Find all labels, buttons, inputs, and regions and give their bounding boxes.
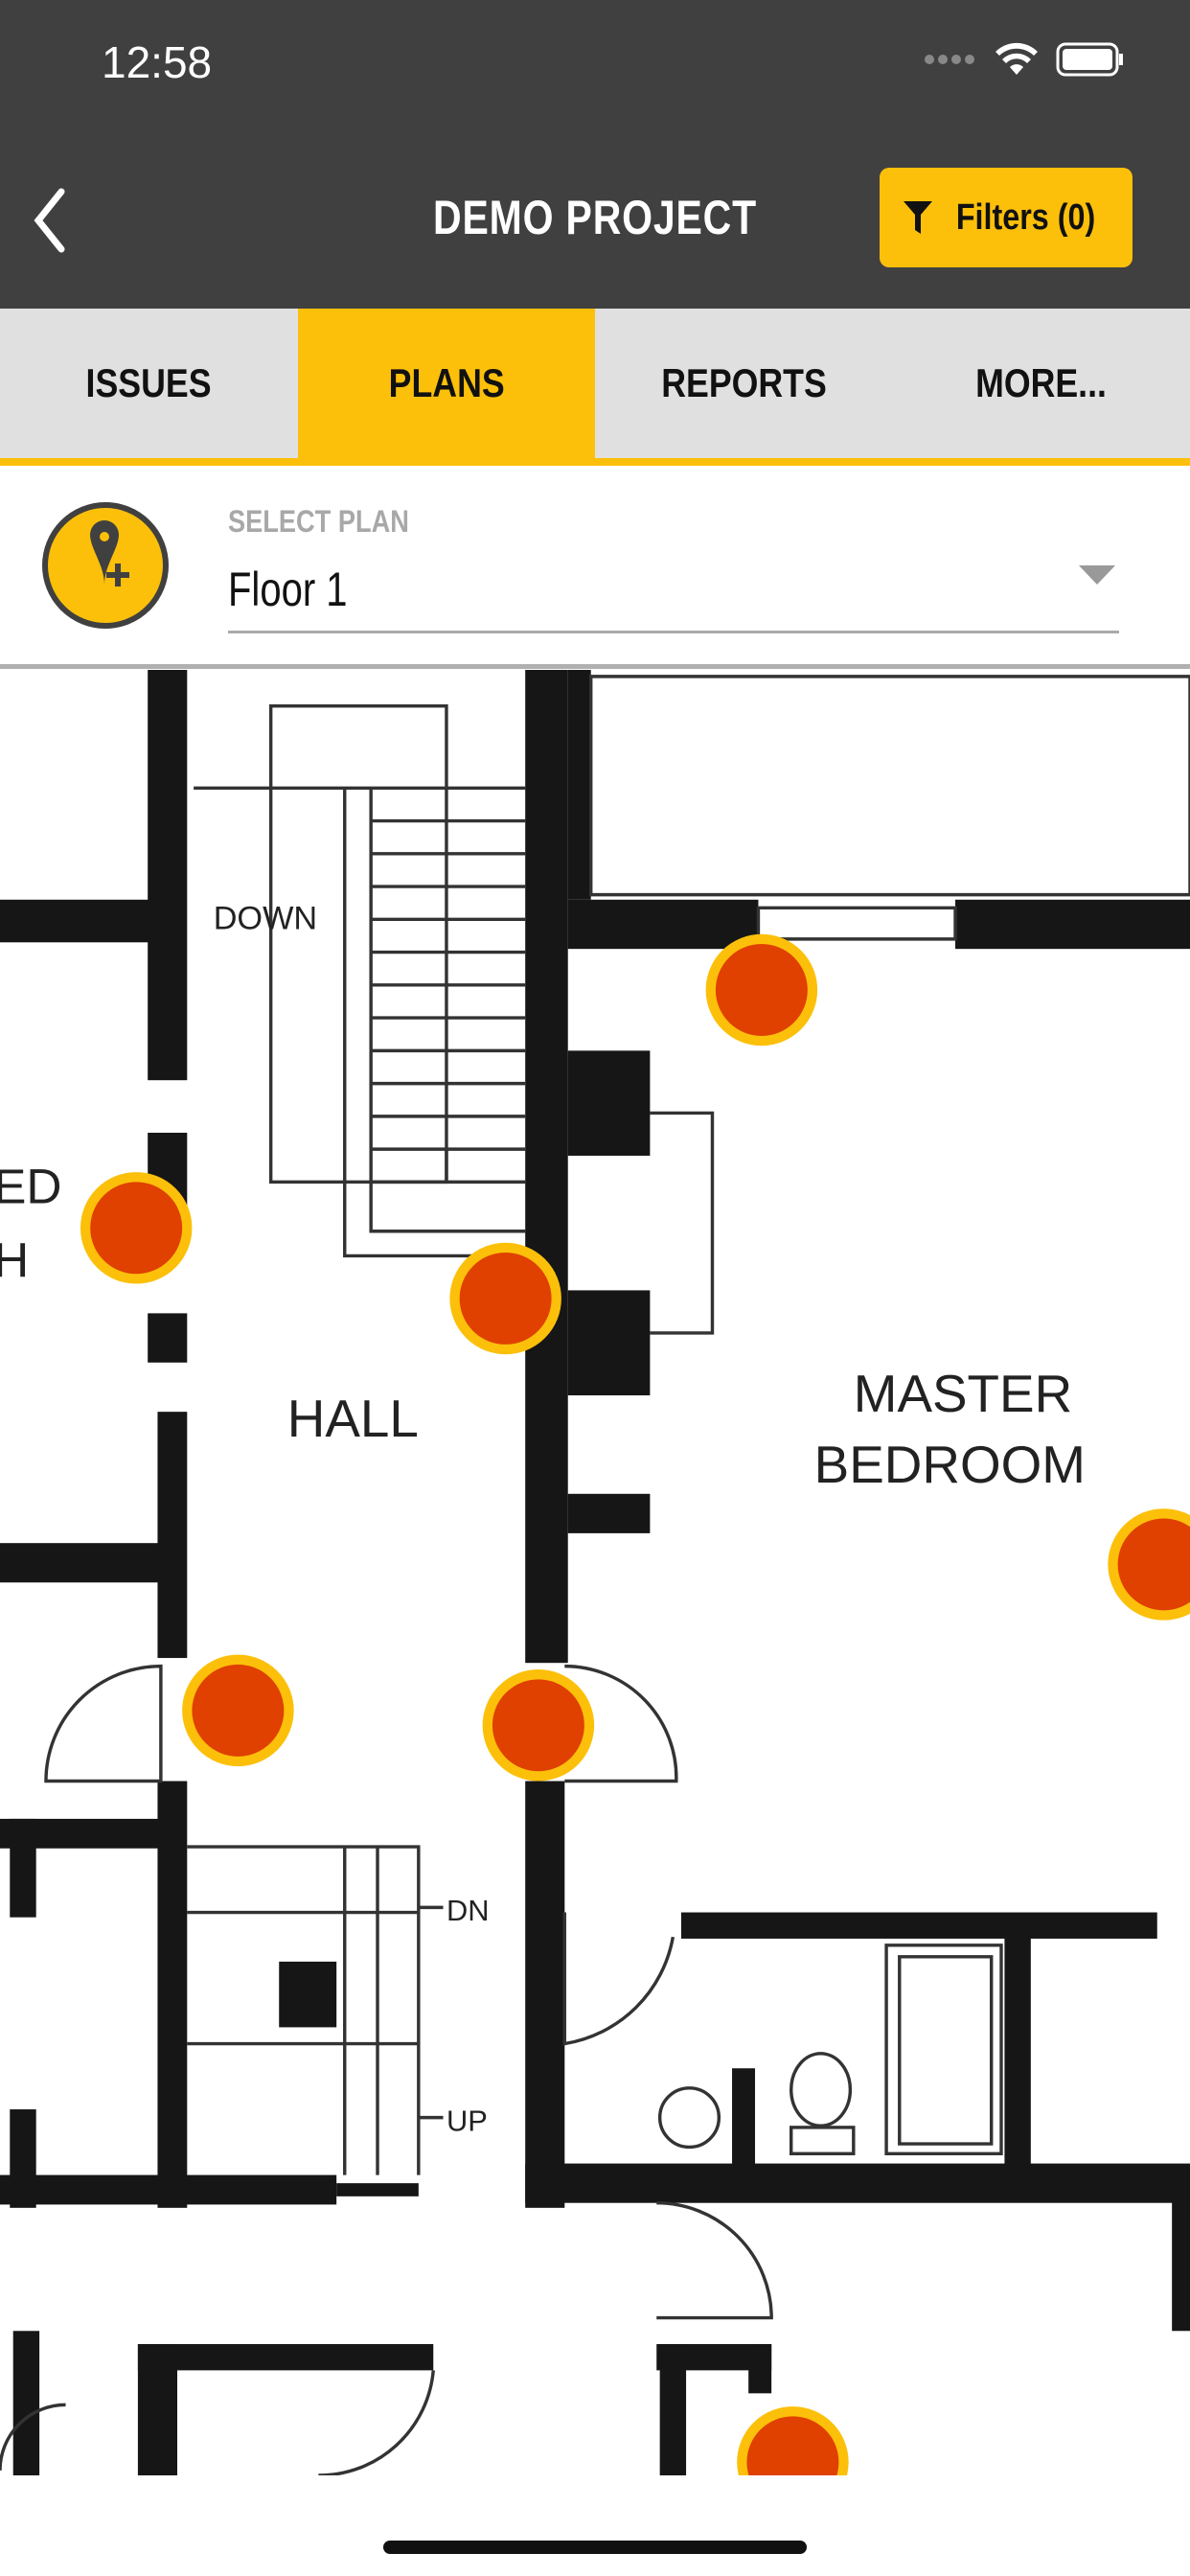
dropdown-underline xyxy=(228,631,1119,633)
home-indicator[interactable] xyxy=(383,2541,807,2554)
plan-selector: SELECT PLAN Floor 1 xyxy=(0,466,1190,669)
tab-bar: ISSUES PLANS REPORTS MORE... xyxy=(0,309,1190,466)
home-indicator-area xyxy=(0,2475,1190,2576)
issue-marker[interactable] xyxy=(737,2406,849,2475)
map-pin-plus-icon xyxy=(90,520,129,586)
issue-markers xyxy=(80,933,1190,2475)
signal-icon xyxy=(925,55,974,64)
issue-marker[interactable] xyxy=(449,1242,561,1355)
plan-label-ed: ED xyxy=(0,1159,62,1214)
floor-plan-drawing: DOWN HALL MASTER BEDROOM DN UP ED H xyxy=(0,670,1190,2475)
plan-dropdown[interactable]: Floor 1 xyxy=(228,563,348,616)
issue-marker[interactable] xyxy=(1108,1508,1190,1621)
status-icons xyxy=(924,42,1125,77)
tab-plans[interactable]: PLANS xyxy=(297,309,595,458)
filters-label: Filters (0) xyxy=(956,196,1096,238)
dropdown-caret-icon[interactable] xyxy=(1079,565,1115,585)
app-header: 12:58 DEMO PROJECT Filters (0) xyxy=(0,0,1190,309)
issue-marker[interactable] xyxy=(482,1669,595,1782)
plan-label-down: DOWN xyxy=(214,901,317,937)
wifi-icon xyxy=(995,42,1038,75)
filters-button[interactable]: Filters (0) xyxy=(880,168,1133,267)
tab-more[interactable]: MORE... xyxy=(975,360,1108,405)
issue-marker[interactable] xyxy=(705,933,818,1046)
plan-label-up: UP xyxy=(446,2104,488,2137)
plan-label-h: H xyxy=(0,1232,29,1288)
plan-label-hall: HALL xyxy=(287,1389,419,1448)
select-plan-label: SELECT PLAN xyxy=(228,504,409,539)
walls xyxy=(0,670,1190,2475)
plan-label-dn: DN xyxy=(446,1894,490,1927)
status-time: 12:58 xyxy=(102,37,213,87)
floor-plan-canvas[interactable]: DOWN HALL MASTER BEDROOM DN UP ED H xyxy=(0,670,1190,2475)
back-chevron-icon[interactable] xyxy=(23,182,80,259)
issue-marker[interactable] xyxy=(80,1172,193,1284)
battery-icon xyxy=(1056,42,1123,77)
plan-label-bedroom: BEDROOM xyxy=(814,1435,1086,1494)
add-pin-button[interactable] xyxy=(42,502,169,629)
plan-lines xyxy=(0,675,1190,2475)
project-title: DEMO PROJECT xyxy=(433,191,757,244)
issue-marker[interactable] xyxy=(182,1654,294,1767)
plan-label-master: MASTER xyxy=(854,1364,1072,1423)
filter-funnel-icon xyxy=(904,201,933,234)
tab-issues[interactable]: ISSUES xyxy=(85,360,212,405)
tab-reports[interactable]: REPORTS xyxy=(660,360,827,405)
